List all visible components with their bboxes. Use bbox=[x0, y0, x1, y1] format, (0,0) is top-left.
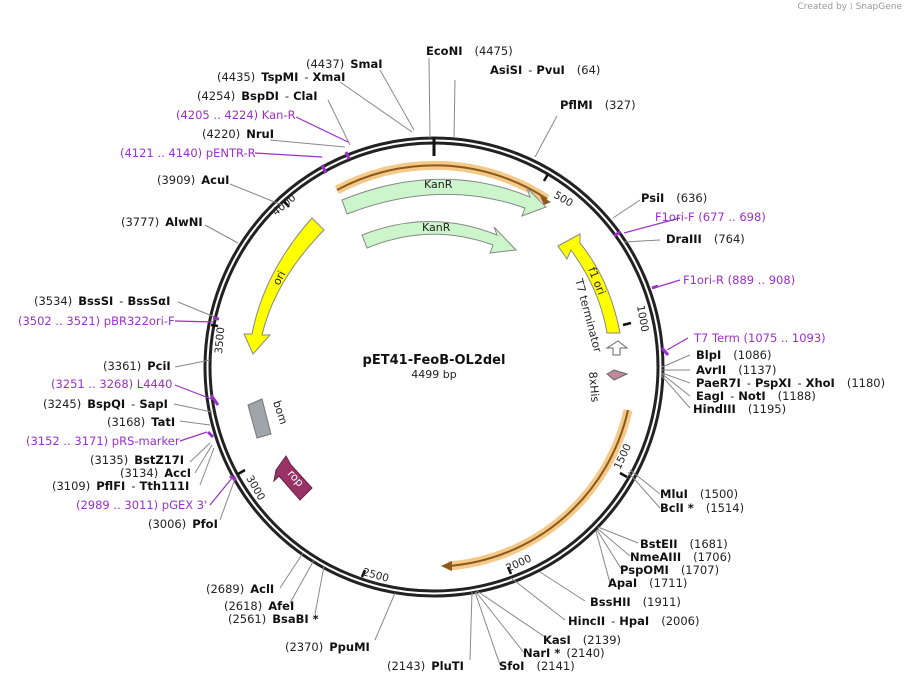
primer-f1orif: F1ori-F (677 .. 698) bbox=[655, 210, 766, 224]
his-tag-label: 8xHis bbox=[586, 371, 602, 403]
site-nrui: (4220)NruI bbox=[202, 127, 274, 141]
plasmid-name: pET41-FeoB-OL2del bbox=[363, 353, 506, 368]
primer-l4440: (3251 .. 3268) L4440 bbox=[51, 377, 172, 391]
primer-kanr: (4205 .. 4224) Kan-R bbox=[176, 108, 296, 122]
kanr-label-1: KanR bbox=[424, 178, 453, 191]
site-asisi: AsiSI-PvuI(64) bbox=[490, 63, 600, 77]
site-hincii: HincII-HpaI(2006) bbox=[568, 614, 699, 628]
site-pcii: (3361)PciI bbox=[103, 359, 171, 373]
site-nari: NarI *(2140) bbox=[523, 646, 605, 660]
site-eagi: EagI-NotI(1188) bbox=[696, 389, 816, 403]
tick-marks bbox=[210, 173, 632, 578]
rop-feature: rop bbox=[273, 455, 313, 501]
site-acci: (3134)AccI bbox=[120, 466, 191, 480]
kanr-label-2: KanR bbox=[422, 221, 451, 234]
site-ppumi: (2370)PpuMI bbox=[285, 640, 370, 654]
tick-4000: 4000 bbox=[270, 192, 298, 218]
site-labels: (4437)SmaI EcoNI(4475) (4435)TspMI-XmaI … bbox=[18, 44, 885, 673]
kanr-feature-outer: KanR bbox=[341, 178, 547, 217]
site-nmeaiii: NmeAIII(1706) bbox=[630, 550, 731, 564]
primer-leaders bbox=[174, 116, 689, 506]
site-bsssi: (3534)BssSI-BssSαI bbox=[34, 294, 170, 308]
site-acui: (3909)AcuI bbox=[157, 173, 229, 187]
site-bspdi: (4254)BspDI-ClaI bbox=[197, 89, 318, 103]
site-pflmi: PflMI(327) bbox=[560, 98, 636, 112]
ori-feature: ori bbox=[243, 217, 325, 355]
site-apai: ApaI(1711) bbox=[608, 576, 687, 590]
site-mlui: MluI(1500) bbox=[660, 487, 738, 501]
primer-pgex: (2989 .. 3011) pGEX 3' bbox=[76, 498, 207, 512]
primer-pbr322: (3502 .. 3521) pBR322ori-F bbox=[18, 314, 175, 328]
site-bsshii: BssHII(1911) bbox=[590, 595, 681, 609]
leader-lines bbox=[173, 57, 691, 666]
plasmid-size: 4499 bp bbox=[411, 368, 456, 381]
snapgene-credit: Created by ⁞ SnapGene bbox=[797, 2, 903, 12]
site-blpi: BlpI(1086) bbox=[696, 348, 771, 362]
site-psii: PsiI(636) bbox=[641, 191, 707, 205]
site-bcli: BclI *(1514) bbox=[660, 501, 744, 515]
primer-t7term: T7 Term (1075 .. 1093) bbox=[693, 331, 826, 345]
site-pfoi: (3006)PfoI bbox=[148, 517, 218, 531]
site-avrii: AvrII(1137) bbox=[696, 363, 776, 377]
site-tspmi: (4435)TspMI-XmaI bbox=[217, 70, 345, 84]
site-acli: (2689)AclI bbox=[206, 582, 274, 596]
primer-prs: (3152 .. 3171) pRS-marker bbox=[26, 434, 180, 448]
feob-highlight-arc bbox=[441, 409, 633, 571]
tick-3500: 3500 bbox=[213, 327, 227, 355]
tick-500: 500 bbox=[552, 189, 575, 209]
site-sfoi: SfoI(2141) bbox=[499, 659, 575, 673]
site-bstz17i: (3135)BstZ17I bbox=[90, 453, 184, 467]
bom-label: bom bbox=[270, 399, 290, 426]
site-bsabi: (2561)BsaBI * bbox=[228, 612, 319, 626]
site-paer7i: PaeR7I-PspXI-XhoI(1180) bbox=[696, 376, 885, 390]
primer-pentr: (4121 .. 4140) pENTR-R bbox=[120, 146, 256, 160]
tick-1000: 1000 bbox=[634, 304, 650, 332]
bom-feature: bom bbox=[247, 398, 290, 439]
site-kasi: KasI(2139) bbox=[543, 633, 621, 647]
his-tag-feature: 8xHis bbox=[586, 369, 629, 403]
site-afei: (2618)AfeI bbox=[224, 599, 294, 613]
site-alwni: (3777)AlwNI bbox=[121, 215, 203, 229]
site-bsteii: BstEII(1681) bbox=[640, 537, 728, 551]
site-pflfi: (3109)PflFI-Tth111I bbox=[52, 479, 189, 493]
kanr-highlight-arc bbox=[334, 160, 551, 205]
site-pspomi: PspOMI(1707) bbox=[620, 563, 719, 577]
primer-marks bbox=[206, 151, 670, 482]
site-draiii: DraIII(764) bbox=[666, 232, 745, 246]
site-hindiii: HindIII(1195) bbox=[693, 402, 786, 416]
ori-label: ori bbox=[270, 269, 288, 288]
site-tati: (3168)TatI bbox=[107, 415, 175, 429]
site-pluti: (2143)PluTI bbox=[387, 659, 464, 673]
site-bspqi: (3245)BspQI-SapI bbox=[43, 397, 168, 411]
site-smai: (4437)SmaI bbox=[306, 57, 383, 71]
kanr-feature-inner: KanR bbox=[361, 221, 518, 254]
primer-f1orir: F1ori-R (889 .. 908) bbox=[683, 273, 795, 287]
site-econi: EcoNI(4475) bbox=[426, 44, 513, 58]
